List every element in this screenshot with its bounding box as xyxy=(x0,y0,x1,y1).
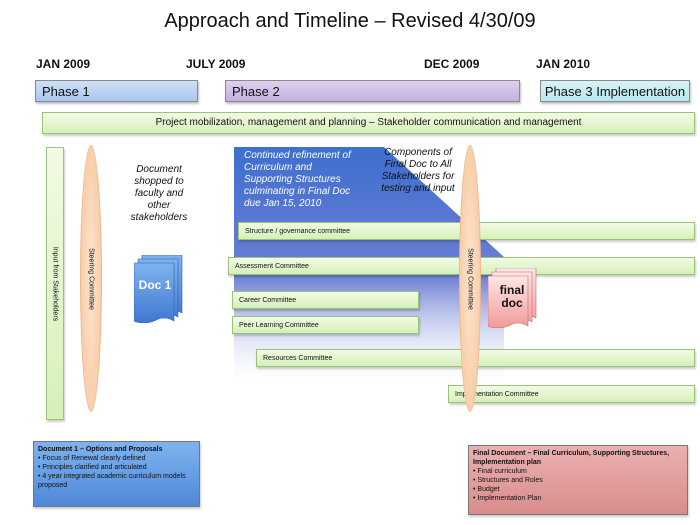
steering-committee-left: Steering Committee xyxy=(80,145,102,412)
final-doc-stack: final doc xyxy=(487,267,538,329)
list-item: Structures and Roles xyxy=(473,476,683,485)
final-doc-label: final doc xyxy=(499,283,525,310)
list-item: Final curriculum xyxy=(473,467,683,476)
doc-stack-icon xyxy=(133,254,183,324)
document-shopped-text: Document shopped to faculty and other st… xyxy=(130,164,188,223)
date-jan-2010: JAN 2010 xyxy=(536,57,591,71)
phase-3-bar: Phase 3 Implementation xyxy=(540,80,690,102)
input-from-stakeholders-label: Input from Stakeholders xyxy=(51,246,59,321)
document-1-list: Focus of Renewal clearly defined Princip… xyxy=(38,454,195,490)
refinement-text: Continued refinement of Curriculum and S… xyxy=(244,150,351,209)
phase-2-bar: Phase 2 xyxy=(225,80,520,102)
list-item: Focus of Renewal clearly defined xyxy=(38,454,195,463)
document-1-box: Document 1 – Options and Proposals Focus… xyxy=(33,441,200,507)
page-title: Approach and Timeline – Revised 4/30/09 xyxy=(164,10,536,32)
list-item: Budget xyxy=(473,485,683,494)
steering-committee-right-label: Steering Committee xyxy=(466,247,474,310)
date-dec-2009: DEC 2009 xyxy=(424,57,480,71)
list-item: Implementation Plan xyxy=(473,494,683,503)
list-item: 4 year integrated academic curriculum mo… xyxy=(38,472,195,490)
committee-bar-peer-learning: Peer Learning Committee xyxy=(232,316,419,334)
document-1-heading: Document 1 – Options and Proposals xyxy=(38,446,163,453)
date-july-2009: JULY 2009 xyxy=(186,57,246,71)
doc-1-stack: Doc 1 xyxy=(133,254,184,324)
committee-bar-career: Career Committee xyxy=(232,291,419,309)
final-doc-stack-icon xyxy=(487,267,537,329)
committee-bar-implementation: Implementation Committee xyxy=(448,385,695,403)
steering-committee-left-label: Steering Committee xyxy=(87,247,95,310)
components-final-doc-text: Components of Final Doc to All Stakehold… xyxy=(381,147,455,194)
steering-committee-right: Steering Committee xyxy=(459,145,481,412)
date-jan-2009: JAN 2009 xyxy=(36,57,91,71)
final-document-list: Final curriculum Structures and Roles Bu… xyxy=(473,467,683,503)
mobilization-bar: Project mobilization, management and pla… xyxy=(42,112,695,134)
list-item: Principles clarified and articulated xyxy=(38,463,195,472)
final-document-box: Final Document – Final Curriculum, Suppo… xyxy=(468,445,688,515)
phase-1-bar: Phase 1 xyxy=(35,80,198,102)
input-from-stakeholders-bar: Input from Stakeholders xyxy=(46,147,64,420)
final-document-heading: Final Document – Final Curriculum, Suppo… xyxy=(473,450,670,466)
doc-1-label: Doc 1 xyxy=(138,278,172,292)
